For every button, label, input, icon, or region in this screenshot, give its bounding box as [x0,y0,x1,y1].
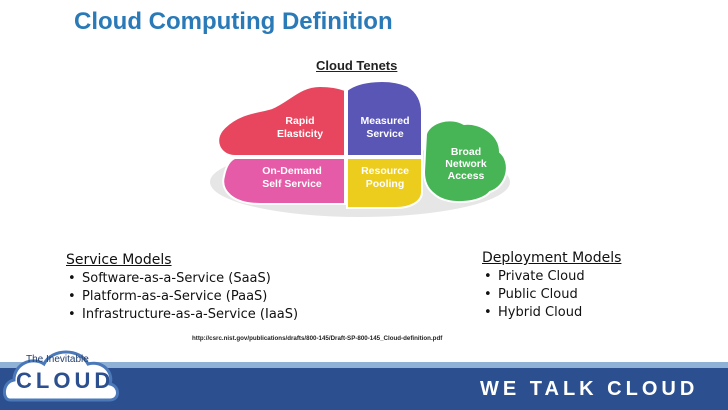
logo-tagline: The Inevitable [26,354,89,365]
footer-slogan: WE TALK CLOUD [480,378,699,400]
broad-line2: Network [445,158,487,170]
service-models: Service Models Software-as-a-Service (Sa… [66,252,298,324]
cloud-tenets-diagram: Rapid Elasticity Measured Service On-Dem… [210,80,510,217]
rapid-line2: Elasticity [277,128,323,140]
deployment-model-item: Public Cloud [482,286,621,304]
service-models-heading: Service Models [66,252,172,268]
diagram-title: Cloud Tenets [316,58,398,73]
service-model-item: Platform-as-a-Service (PaaS) [66,288,298,306]
measured-line1: Measured [360,115,409,127]
source-url[interactable]: http://csrc.nist.gov/publications/drafts… [192,335,443,342]
footer-bar [0,368,728,410]
segment-resource-pooling [346,157,423,209]
footer-stripe [0,362,728,368]
deployment-model-item: Hybrid Cloud [482,304,621,322]
broad-line1: Broad [451,146,481,158]
segment-on-demand [222,157,346,205]
deployment-model-item: Private Cloud [482,268,621,286]
broad-line3: Access [448,170,485,182]
logo-wordmark: CLOUD [16,368,115,393]
deployment-models-heading: Deployment Models [482,250,622,266]
segment-rapid-elasticity [217,84,346,157]
cloud-logo-icon [3,350,119,402]
resource-line1: Resource [361,165,409,177]
deployment-models: Deployment Models Private Cloud Public C… [482,250,621,322]
service-model-item: Software-as-a-Service (SaaS) [66,270,298,288]
segment-broad-network [422,119,508,204]
slide-title: Cloud Computing Definition [74,8,393,35]
segment-measured-service [346,80,423,157]
ondemand-line1: On-Demand [262,165,322,177]
measured-line2: Service [366,128,404,140]
ondemand-line2: Self Service [262,178,322,190]
resource-line2: Pooling [366,178,405,190]
service-model-item: Infrastructure-as-a-Service (IaaS) [66,306,298,324]
rapid-line1: Rapid [285,115,314,127]
